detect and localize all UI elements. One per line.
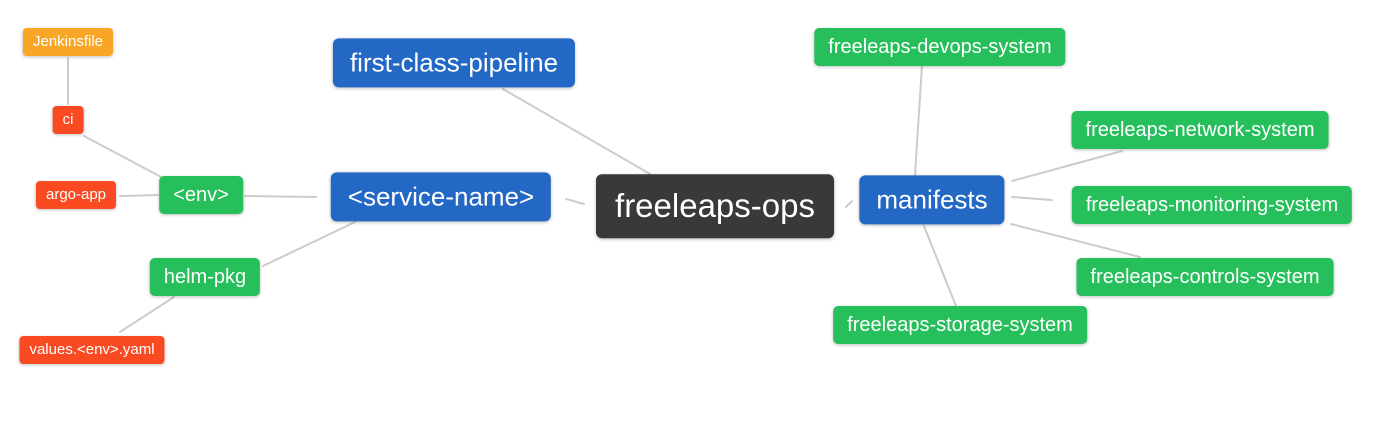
node-monitoring-system[interactable]: freeleaps-monitoring-system bbox=[1071, 186, 1353, 224]
edge-freeleaps-ops-manifests bbox=[845, 200, 853, 208]
edge-first-class-pipeline-freeleaps-ops bbox=[502, 88, 651, 175]
node-first-class-pipeline[interactable]: first-class-pipeline bbox=[332, 38, 576, 88]
node-ci[interactable]: ci bbox=[52, 106, 84, 134]
edge-manifests-controls-system bbox=[1010, 223, 1141, 258]
node-devops-system[interactable]: freeleaps-devops-system bbox=[814, 28, 1066, 66]
node-storage-system[interactable]: freeleaps-storage-system bbox=[833, 306, 1087, 344]
node-manifests[interactable]: manifests bbox=[859, 175, 1005, 225]
edge-manifests-storage-system bbox=[923, 225, 957, 307]
node-values-env-yaml[interactable]: values.<env>.yaml bbox=[19, 336, 165, 364]
node-freeleaps-ops[interactable]: freeleaps-ops bbox=[596, 174, 834, 238]
node-service-name[interactable]: <service-name> bbox=[330, 172, 552, 222]
node-jenkinsfile[interactable]: Jenkinsfile bbox=[22, 28, 114, 56]
node-network-system[interactable]: freeleaps-network-system bbox=[1071, 111, 1329, 149]
node-controls-system[interactable]: freeleaps-controls-system bbox=[1076, 258, 1334, 296]
edge-ci-env bbox=[83, 135, 164, 179]
edge-manifests-monitoring-system bbox=[1011, 196, 1053, 201]
edge-manifests-network-system bbox=[1011, 150, 1123, 182]
node-argo-app[interactable]: argo-app bbox=[35, 181, 117, 209]
node-env[interactable]: <env> bbox=[159, 176, 243, 214]
edge-argo-app-env bbox=[119, 194, 159, 197]
edge-helm-pkg-service-name bbox=[262, 221, 356, 267]
edge-service-name-freeleaps-ops bbox=[565, 198, 585, 205]
edge-values-env-yaml-helm-pkg bbox=[119, 296, 175, 333]
edge-env-service-name bbox=[244, 195, 317, 198]
node-helm-pkg[interactable]: helm-pkg bbox=[149, 258, 261, 296]
edge-manifests-devops-system bbox=[914, 64, 923, 176]
